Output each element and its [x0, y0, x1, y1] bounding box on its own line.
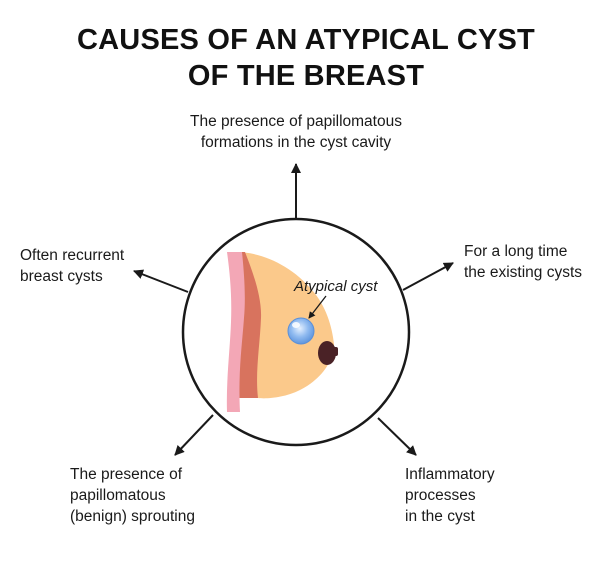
cyst-label: Atypical cyst	[293, 278, 378, 295]
arrow-right	[402, 262, 454, 291]
atypical-cyst	[287, 317, 315, 345]
nipple-tip	[331, 347, 338, 356]
page-title: CAUSES OF AN ATYPICAL CYST OF THE BREAST	[0, 22, 612, 94]
title-line-1: CAUSES OF AN ATYPICAL CYST	[77, 24, 535, 56]
cause-left: Often recurrent breast cysts	[20, 245, 180, 287]
cause-bottom-right: Inflammatory processes in the cyst	[405, 464, 555, 527]
cause-bottom-right-line-1: Inflammatory	[405, 466, 495, 483]
cause-right-line-2: the existing cysts	[464, 264, 583, 281]
cause-top: The presence of papillomatous formations…	[156, 111, 436, 153]
title-line-2: OF THE BREAST	[187, 60, 425, 92]
arrow-left	[133, 269, 189, 293]
cause-top-line-1: The presence of papillomatous	[190, 113, 402, 130]
arrow-bottom-left	[174, 414, 214, 456]
cyst-highlight	[292, 322, 300, 328]
cause-bottom-right-line-3: in the cyst	[405, 508, 475, 525]
cause-left-line-2: breast cysts	[20, 268, 103, 285]
cause-bottom-left: The presence of papillomatous (benign) s…	[70, 464, 240, 527]
cause-bottom-left-line-2: papillomatous	[70, 487, 166, 504]
breast-tissue	[236, 252, 334, 399]
cause-left-line-1: Often recurrent	[20, 247, 125, 264]
skin-layer	[226, 252, 245, 412]
cause-right-line-1: For a long time	[464, 243, 568, 260]
nipple	[318, 341, 336, 365]
cause-top-line-2: formations in the cyst cavity	[200, 134, 392, 151]
cause-bottom-right-line-2: processes	[405, 487, 476, 504]
cyst-pointer	[308, 295, 327, 319]
cause-right: For a long time the existing cysts	[464, 241, 609, 283]
cause-bottom-left-line-1: The presence of	[70, 466, 183, 483]
cause-bottom-left-line-3: (benign) sprouting	[70, 508, 195, 525]
breast-illustration	[226, 252, 338, 412]
arrow-bottom-right	[377, 417, 417, 456]
